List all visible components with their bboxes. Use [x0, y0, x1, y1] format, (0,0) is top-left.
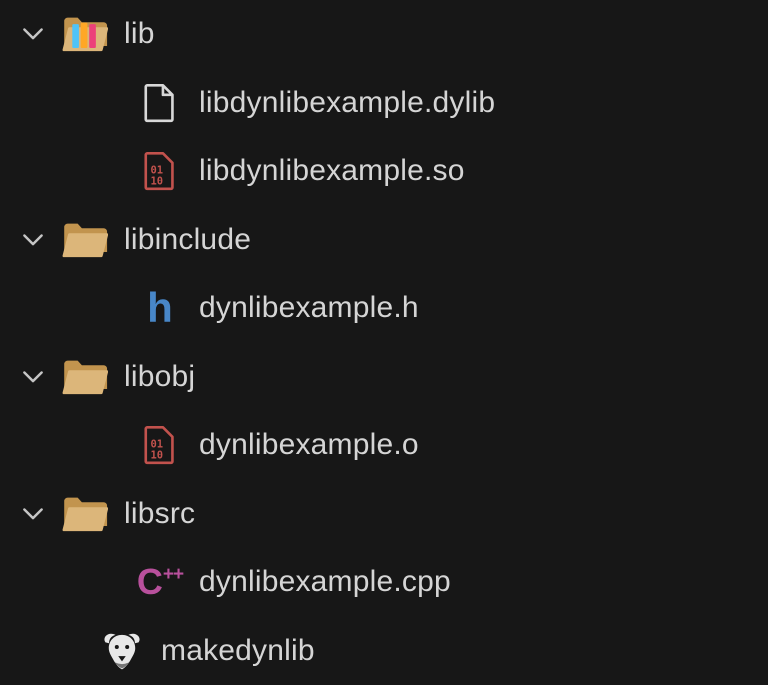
tree-row-folder-libsrc[interactable]: libsrc — [0, 480, 768, 549]
tree-row-file-so[interactable]: 01 10 libdynlibexample.so — [0, 137, 768, 206]
lib-folder-icon — [62, 11, 108, 57]
header-file-icon: h — [137, 285, 183, 331]
folder-label: libinclude — [124, 222, 252, 256]
makefile-gnu-icon — [99, 628, 145, 674]
folder-label: libsrc — [124, 496, 196, 530]
folder-icon — [62, 217, 108, 263]
tree-row-folder-libinclude[interactable]: libinclude — [0, 206, 768, 275]
file-label: dynlibexample.o — [199, 428, 419, 462]
file-label: libdynlibexample.dylib — [199, 85, 496, 119]
file-label: libdynlibexample.so — [199, 154, 465, 188]
chevron-down-icon[interactable] — [17, 224, 49, 256]
tree-row-file-h[interactable]: h dynlibexample.h — [0, 274, 768, 343]
folder-label: libobj — [124, 359, 196, 393]
folder-icon — [62, 491, 108, 537]
tree-row-folder-libobj[interactable]: libobj — [0, 343, 768, 412]
svg-text:01: 01 — [151, 439, 164, 451]
chevron-down-icon[interactable] — [17, 498, 49, 530]
file-label: dynlibexample.h — [199, 291, 419, 325]
svg-text:10: 10 — [151, 176, 164, 188]
cpp-glyph: C++ — [136, 561, 184, 603]
folder-icon — [62, 354, 108, 400]
tree-row-folder-lib[interactable]: lib — [0, 0, 768, 69]
file-label: dynlibexample.cpp — [199, 565, 451, 599]
tree-row-file-dylib[interactable]: libdynlibexample.dylib — [0, 69, 768, 138]
folder-label: lib — [124, 17, 155, 51]
tree-row-file-makedynlib[interactable]: makedynlib — [0, 617, 768, 685]
chevron-down-icon[interactable] — [17, 361, 49, 393]
tree-row-file-cpp[interactable]: C++ dynlibexample.cpp — [0, 548, 768, 617]
tree-row-file-o[interactable]: 01 10 dynlibexample.o — [0, 411, 768, 480]
binary-file-icon: 01 10 — [137, 422, 183, 468]
chevron-down-icon[interactable] — [17, 18, 49, 50]
svg-text:01: 01 — [151, 165, 164, 177]
svg-text:10: 10 — [151, 450, 164, 462]
h-glyph: h — [147, 284, 173, 332]
cpp-file-icon: C++ — [136, 559, 184, 605]
blank-file-icon — [137, 80, 183, 126]
file-label: makedynlib — [161, 633, 315, 667]
binary-file-icon: 01 10 — [137, 148, 183, 194]
